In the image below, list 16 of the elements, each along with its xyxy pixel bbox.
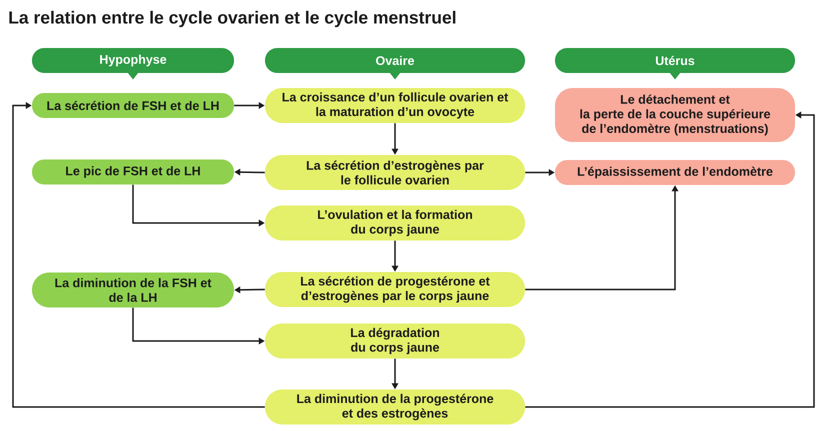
process-box: L’épaississement de l’endomètre [555, 160, 795, 185]
process-box: Le détachement et la perte de la couche supérieure de l’endomètre (menstruations) [555, 88, 795, 142]
process-box: La dégradation du corps jaune [265, 324, 525, 358]
process-box: La sécrétion de FSH et de LH [32, 93, 234, 118]
column-header: Utérus [555, 48, 795, 80]
process-box: La diminution de la FSH et de la LH [32, 272, 234, 308]
process-box: La croissance d’un follicule ovarien et la maturation d’un ovocyte [265, 88, 525, 123]
arrow [12, 102, 265, 408]
process-box: L’ovulation et la formation du corps jaune [265, 206, 525, 240]
process-box: La sécrétion d’estrogènes par le follicule ovarien [265, 155, 525, 190]
column-header: Hypophyse [32, 48, 234, 80]
process-box: La diminution de la progestérone et des estrogènes [265, 390, 525, 424]
title: La relation entre le cycle ovarien et le cycle menstruel [9, 10, 456, 28]
process-box: La sécrétion de progestérone et d’estrogènes par le corps jaune [265, 272, 525, 307]
column-header: Ovaire [265, 48, 525, 80]
process-box: Le pic de FSH et de LH [32, 160, 234, 184]
